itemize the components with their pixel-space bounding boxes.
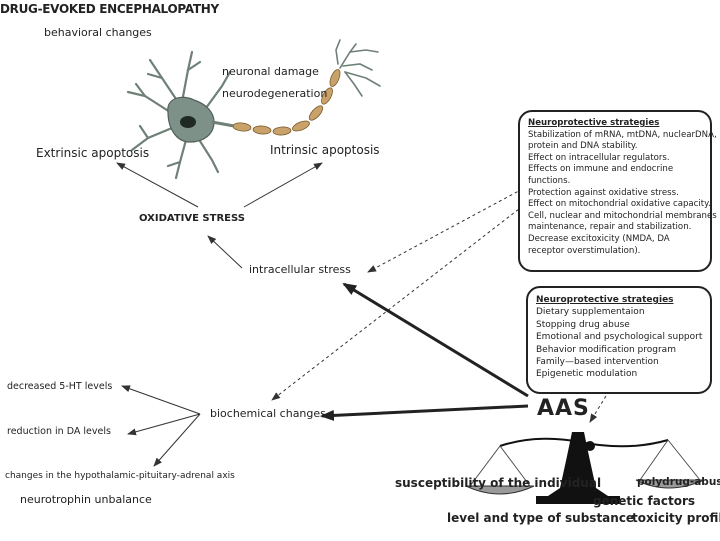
oxidative-stress-label: OXIDATIVE STRESS (139, 213, 245, 224)
box1-item: Effect on mitochondrial oxidative capaci… (528, 199, 711, 210)
effect-5ht-label: decreased 5-HT levels (7, 381, 113, 392)
box1-item: Effects on immune and endocrine (528, 164, 674, 175)
neurodegeneration-label: neurodegeneration (222, 87, 328, 100)
effect-hpa-axis-label: changes in the hypothalamic-pituitary-ad… (5, 471, 235, 481)
thin-arrows (116, 162, 323, 467)
susceptibility-label: susceptibility of the individual (395, 476, 602, 490)
box2-item: Stopping drug abuse (536, 319, 630, 330)
genetic-factors-label: genetic factors (593, 494, 696, 508)
toxicity-profile-label: toxicity profile (632, 511, 720, 525)
box1-item: maintenance, repair and stabilization. (528, 222, 692, 233)
neuroprotective-box-cellular: Neuroprotective strategies Stabilization… (518, 110, 717, 272)
box1-item: Stabilization of mRNA, mtDNA, nuclearDNA… (528, 129, 717, 140)
extrinsic-apoptosis-label: Extrinsic apoptosis (36, 146, 150, 160)
box2-item: Epigenetic modulation (536, 369, 638, 380)
effect-da-label: reduction in DA levels (7, 426, 111, 437)
box2-item: Dietary supplementaion (536, 307, 645, 318)
bold-arrows (320, 282, 529, 421)
box1-item: Cell, nuclear and mitochondrial membrane… (528, 210, 717, 221)
neuroprotective-box-behavioral: Neuroprotective strategies Dietary suppl… (526, 286, 712, 394)
box1-item: functions. (528, 175, 571, 186)
aas-label: AAS (537, 396, 590, 421)
box1-item: receptor overstimulation). (528, 245, 641, 256)
dashed-arrows (271, 185, 607, 423)
intracellular-stress-label: intracellular stress (249, 263, 351, 276)
balance-scale-icon (465, 432, 705, 504)
box2-item: Family—based intervention (536, 357, 659, 368)
biochemical-changes-label: biochemical changes (210, 407, 326, 420)
neuron-illustration (126, 39, 381, 180)
diagram-title: DRUG-EVOKED ENCEPHALOPATHY (0, 2, 219, 16)
polydrug-abuse-label: polydrug-abuse (637, 476, 720, 488)
box1-item: Decrease excitoxicity (NMDA, DA (528, 233, 670, 244)
neuronal-damage-label: neuronal damage (222, 65, 319, 78)
intrinsic-apoptosis-label: Intrinsic apoptosis (270, 143, 380, 157)
box1-list: Stabilization of mRNA, mtDNA, nuclearDNA… (528, 129, 717, 258)
box1-title: Neuroprotective strategies (528, 118, 660, 128)
box2-item: Behavior modification program (536, 344, 676, 355)
behavioral-changes-label: behavioral changes (44, 26, 152, 39)
box1-item: Protection against oxidative stress. (528, 187, 679, 198)
box2-title: Neuroprotective strategies (536, 295, 674, 305)
box2-list: Dietary supplementaion Stopping drug abu… (536, 306, 702, 380)
box1-item: protein and DNA stability. (528, 141, 638, 152)
box1-item: Effect on intracellular regulators. (528, 152, 670, 163)
level-type-substance-label: level and type of substance (447, 511, 635, 525)
box2-item: Emotional and psychological support (536, 332, 703, 343)
neurotrophin-unbalance-label: neurotrophin unbalance (20, 493, 152, 506)
